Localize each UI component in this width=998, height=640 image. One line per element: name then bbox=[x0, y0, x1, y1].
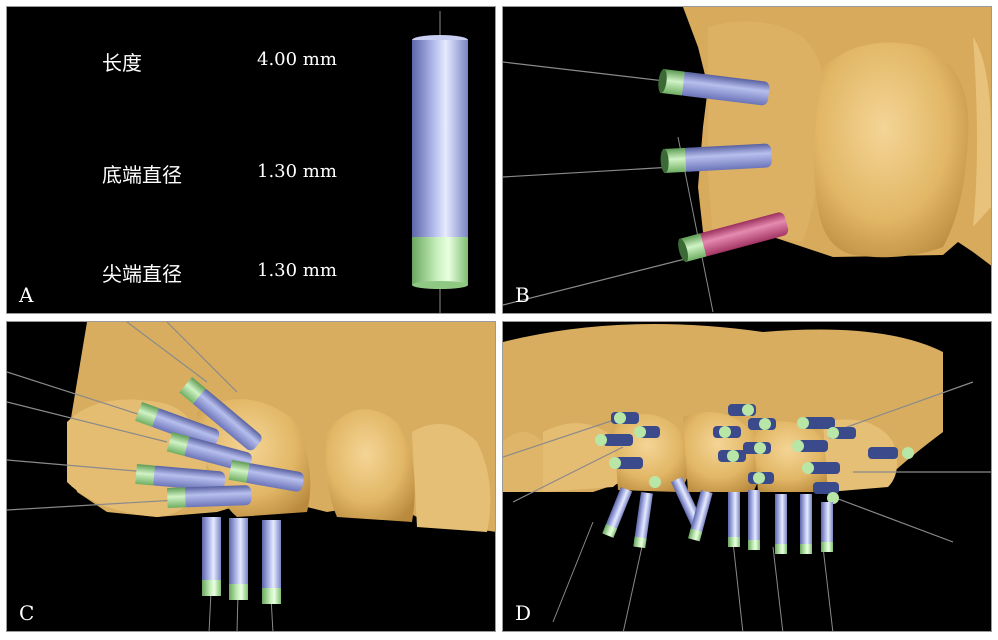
pin-middle bbox=[660, 143, 772, 173]
central-incisor bbox=[325, 409, 415, 522]
panel-c-label: C bbox=[19, 601, 35, 625]
pin-model-illustration bbox=[412, 11, 468, 313]
pin-tip bbox=[412, 237, 468, 285]
pin-upper bbox=[658, 69, 770, 106]
param-length-value: 4.00 mm bbox=[257, 49, 337, 70]
vertical-pins bbox=[602, 476, 833, 554]
pin-highlighted bbox=[678, 212, 789, 263]
panel-b: B bbox=[502, 6, 992, 314]
panel-d: D bbox=[502, 321, 992, 632]
panel-c: C bbox=[6, 321, 496, 632]
param-length-label: 长度 bbox=[102, 51, 142, 75]
pin-body bbox=[412, 40, 468, 237]
param-base-diameter-label: 底端直径 bbox=[102, 163, 182, 187]
incisor-crown bbox=[814, 42, 969, 258]
panel-d-label: D bbox=[515, 601, 532, 625]
dental-model-full-arch-view bbox=[503, 324, 991, 631]
panel-b-label: B bbox=[515, 283, 530, 307]
dental-model-front-oblique-view bbox=[7, 322, 495, 631]
param-tip-diameter-label: 尖端直径 bbox=[102, 262, 182, 286]
param-base-diameter-value: 1.30 mm bbox=[257, 161, 337, 182]
panel-a-label: A bbox=[19, 283, 34, 307]
dental-model-side-view bbox=[503, 7, 991, 313]
vertical-pins bbox=[202, 517, 281, 631]
param-tip-diameter-value: 1.30 mm bbox=[257, 260, 337, 281]
panel-a: 长度 4.00 mm 底端直径 1.30 mm 尖端直径 1.30 mm A bbox=[6, 6, 496, 314]
